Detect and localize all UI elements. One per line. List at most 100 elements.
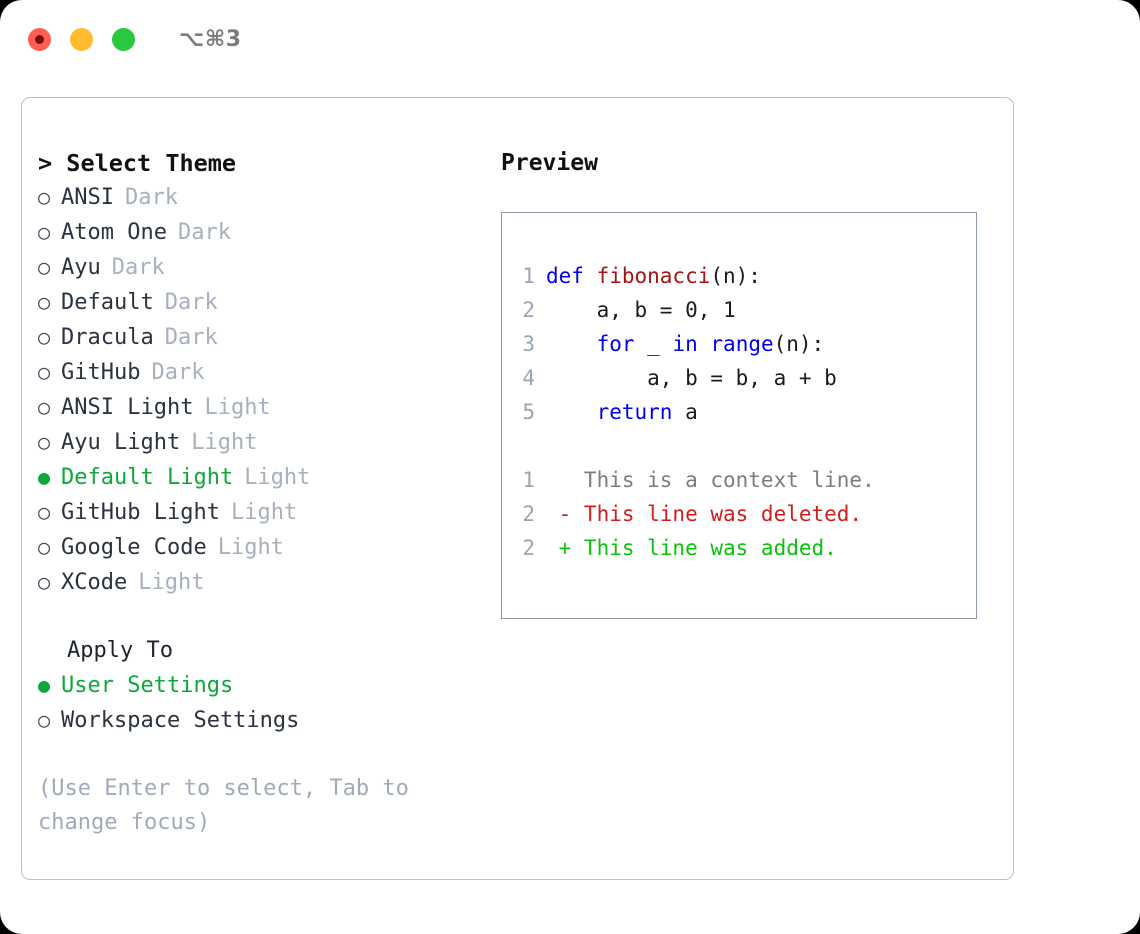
radio-selected-icon[interactable]: ● <box>38 465 51 489</box>
radio-unselected-icon[interactable]: ○ <box>38 430 51 454</box>
theme-list-item[interactable]: ○ Dracula Dark <box>38 320 488 355</box>
theme-list-item[interactable]: ○ GitHub Dark <box>38 355 488 390</box>
code-line: 2 a, b = 0, 1 <box>502 293 976 327</box>
title-bar: ⌥⌘3 <box>0 0 1140 78</box>
code-token: for <box>596 332 635 356</box>
diff-line: 1 This is a context line. <box>502 463 976 497</box>
theme-category-badge: Light <box>217 535 284 560</box>
line-number: 2 <box>522 502 535 526</box>
theme-name-label: Google Code <box>61 535 207 560</box>
radio-unselected-icon[interactable]: ○ <box>38 570 51 594</box>
theme-name-label: Ayu <box>61 255 101 280</box>
theme-category-badge: Dark <box>151 360 205 385</box>
theme-category-badge: Dark <box>124 185 178 210</box>
theme-category-badge: Light <box>244 465 311 490</box>
line-number: 1 <box>522 264 535 288</box>
theme-name-label: Dracula <box>61 325 154 350</box>
close-button[interactable] <box>28 27 51 51</box>
theme-list-item[interactable]: ○ ANSI Light Light <box>38 390 488 425</box>
code-line-text: a, b = b, a + b <box>546 361 837 395</box>
apply-to-options[interactable]: ● User Settings ○ Workspace Settings <box>38 668 488 738</box>
code-token: a, b = b, a + b <box>546 366 837 390</box>
code-token: _ <box>634 332 673 356</box>
code-line: 3 for _ in range(n): <box>502 327 976 361</box>
radio-selected-icon[interactable]: ● <box>38 673 51 697</box>
radio-unselected-icon[interactable]: ○ <box>38 360 51 384</box>
theme-list-item[interactable]: ○ XCode Light <box>38 565 488 600</box>
apply-to-option[interactable]: ○ Workspace Settings <box>38 703 488 738</box>
radio-unselected-icon[interactable]: ○ <box>38 708 51 732</box>
theme-list-item[interactable]: ○ Ayu Light Light <box>38 425 488 460</box>
apply-to-option-label: Workspace Settings <box>61 708 300 733</box>
line-number: 2 <box>522 536 535 560</box>
code-token <box>546 332 597 356</box>
minimize-button[interactable] <box>70 27 93 51</box>
theme-name-label: XCode <box>61 570 128 595</box>
line-number: 1 <box>522 468 535 492</box>
code-line-text: def fibonacci(n): <box>546 259 761 293</box>
theme-name-label: Atom One <box>61 220 167 245</box>
radio-unselected-icon[interactable]: ○ <box>38 535 51 559</box>
code-token: a <box>672 400 698 424</box>
apply-to-section: Apply To ● User Settings ○ Workspace Settin… <box>38 634 488 738</box>
theme-name-label: Default <box>61 290 154 315</box>
radio-unselected-icon[interactable]: ○ <box>38 325 51 349</box>
theme-name-label: GitHub Light <box>61 500 220 525</box>
line-number: 4 <box>522 366 535 390</box>
theme-category-badge: Light <box>138 570 205 595</box>
theme-list-item[interactable]: ○ Atom One Dark <box>38 215 488 250</box>
select-theme-heading: > Select Theme <box>38 149 237 177</box>
diff-sample: 1 This is a context line.2 - This line w… <box>502 463 976 565</box>
theme-name-label: ANSI Light <box>61 395 194 420</box>
theme-category-badge: Dark <box>164 325 218 350</box>
code-line-text: return a <box>546 395 698 429</box>
apply-to-option[interactable]: ● User Settings <box>38 668 488 703</box>
code-token: a, b = 0, 1 <box>546 298 736 322</box>
line-number: 3 <box>522 332 535 356</box>
code-spacer <box>502 429 976 463</box>
theme-category-badge: Dark <box>177 220 231 245</box>
code-line: 5 return a <box>502 395 976 429</box>
radio-unselected-icon[interactable]: ○ <box>38 185 51 209</box>
theme-list-item[interactable]: ○ ANSI Dark <box>38 180 488 215</box>
code-token <box>698 332 711 356</box>
theme-list-item[interactable]: ● Default Light Light <box>38 460 488 495</box>
code-token: fibonacci <box>596 264 711 288</box>
line-number: 2 <box>522 298 535 322</box>
radio-unselected-icon[interactable]: ○ <box>38 290 51 314</box>
code-token <box>546 400 597 424</box>
theme-name-label: GitHub <box>61 360 141 385</box>
radio-unselected-icon[interactable]: ○ <box>38 255 51 279</box>
line-number: 5 <box>522 400 535 424</box>
diff-line-text: + This line was added. <box>546 536 837 560</box>
code-line-text: a, b = 0, 1 <box>546 293 736 327</box>
diff-line-text: This is a context line. <box>546 468 875 492</box>
theme-name-label: Default Light <box>61 465 234 490</box>
theme-category-badge: Light <box>191 430 258 455</box>
maximize-button[interactable] <box>112 27 135 51</box>
diff-line: 2 + This line was added. <box>502 531 976 565</box>
radio-unselected-icon[interactable]: ○ <box>38 395 51 419</box>
code-token: (n): <box>710 264 761 288</box>
code-line: 1 def fibonacci(n): <box>502 259 976 293</box>
diff-line: 2 - This line was deleted. <box>502 497 976 531</box>
radio-unselected-icon[interactable]: ○ <box>38 220 51 244</box>
theme-name-label: ANSI <box>61 185 114 210</box>
code-token: def <box>546 264 597 288</box>
radio-unselected-icon[interactable]: ○ <box>38 500 51 524</box>
theme-category-badge: Light <box>204 395 271 420</box>
apply-to-heading: Apply To <box>67 638 173 663</box>
theme-name-label: Ayu Light <box>61 430 181 455</box>
code-token: in <box>672 332 698 356</box>
apply-to-option-label: User Settings <box>61 673 234 698</box>
theme-list-item[interactable]: ○ Google Code Light <box>38 530 488 565</box>
code-token: (n): <box>773 332 825 356</box>
